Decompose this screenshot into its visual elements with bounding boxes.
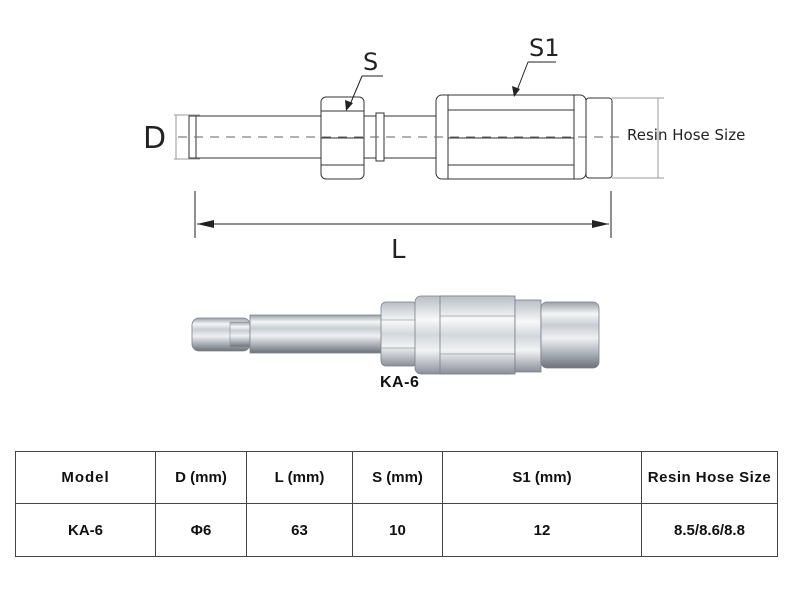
header-l: L (mm) — [246, 451, 353, 504]
header-s: S (mm) — [352, 451, 443, 504]
label-s1: S1 — [529, 34, 560, 62]
d-dimension — [174, 114, 200, 160]
collar-outline — [585, 97, 613, 179]
cell-resin-hose-size: 8.5/8.6/8.8 — [641, 503, 778, 557]
s1-leader — [515, 61, 556, 94]
label-resin-hose-size: Resin Hose Size — [627, 126, 745, 144]
l-arrow-right — [592, 220, 609, 228]
header-resin-hose-size: Resin Hose Size — [641, 451, 778, 504]
product-photo — [191, 295, 600, 375]
label-l: L — [391, 235, 406, 265]
cell-model: KA-6 — [15, 503, 156, 557]
tube-outline — [188, 115, 322, 159]
table-header-row: Model D (mm) L (mm) S (mm) S1 (mm) Resin… — [15, 451, 778, 504]
cell-d: Φ6 — [155, 503, 247, 557]
cell-s1: 12 — [442, 503, 642, 557]
resin-dimension — [612, 97, 664, 179]
table-row: KA-6 Φ6 63 10 12 8.5/8.6/8.8 — [15, 503, 778, 557]
cell-s: 10 — [352, 503, 443, 557]
fitting-diagram: D Resin Hose Size S S1 L — [143, 34, 745, 375]
header-d: D (mm) — [155, 451, 247, 504]
header-s1: S1 (mm) — [442, 451, 642, 504]
label-s: S — [363, 48, 378, 76]
spec-table: Model D (mm) L (mm) S (mm) S1 (mm) Resin… — [15, 451, 778, 557]
s-leader — [348, 75, 383, 108]
label-d: D — [143, 121, 166, 156]
header-model: Model — [15, 451, 156, 504]
s1-arrow — [512, 86, 520, 97]
cell-l: 63 — [246, 503, 353, 557]
photo-caption: KA-6 — [380, 374, 420, 391]
l-dimension — [194, 191, 612, 238]
l-arrow-left — [197, 220, 214, 228]
s-arrow — [345, 100, 353, 111]
